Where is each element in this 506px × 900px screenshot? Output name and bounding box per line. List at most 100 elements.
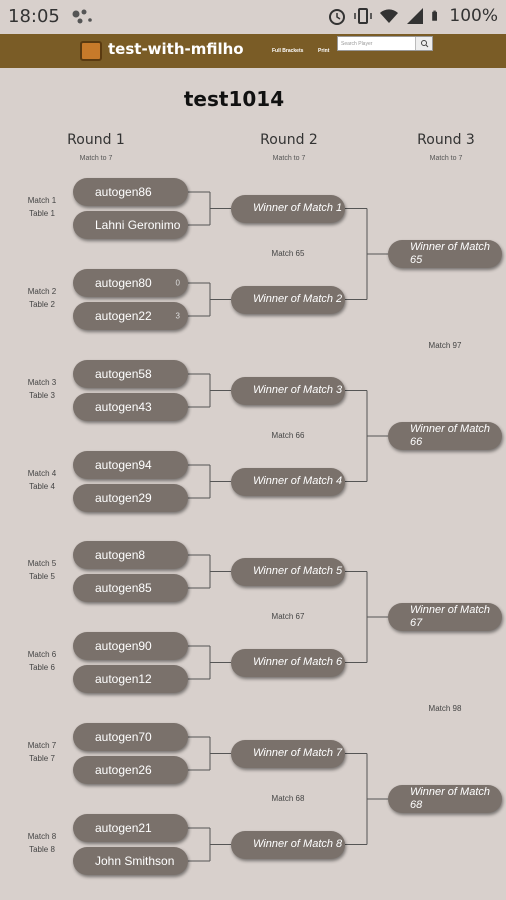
winner-slot-label: Winner of Match 2	[253, 293, 343, 305]
winner-slot[interactable]: Winner of Match 7	[231, 739, 345, 768]
search-button[interactable]	[415, 37, 432, 50]
winner-slot[interactable]: Winner of Match 67	[388, 603, 502, 631]
alarm-icon	[329, 9, 346, 25]
player-slot[interactable]: autogen21	[73, 814, 188, 842]
player-slot-label: autogen8	[95, 547, 146, 562]
winner-slot-label: Winner of Match 4	[253, 475, 343, 487]
player-slot[interactable]: autogen8	[73, 541, 188, 569]
winner-slot-label: Winner of Match 1	[253, 202, 343, 214]
player-slot-label: autogen94	[95, 457, 152, 472]
app-title[interactable]: test-with-mfilho	[108, 40, 244, 58]
winner-slot[interactable]: Winner of Match 66	[388, 422, 502, 450]
match-label: Match 68	[271, 794, 305, 803]
player-slot[interactable]: autogen94	[73, 451, 188, 479]
table-number: Table 6	[29, 663, 55, 672]
print-link[interactable]: Print	[318, 48, 330, 54]
match-label: Match 97	[428, 341, 462, 350]
winner-slot-label: Winner of Match 68	[410, 786, 490, 811]
player-slot-label: Lahni Geronimo	[95, 217, 181, 232]
winner-slot-label: Winner of Match 8	[253, 838, 343, 850]
player-slot-label: autogen58	[95, 366, 152, 381]
player-slot[interactable]: autogen70	[73, 723, 188, 751]
winner-slot[interactable]: Winner of Match 65	[388, 240, 502, 268]
winner-slot[interactable]: Winner of Match 4	[231, 467, 345, 496]
match-number: Match 5	[27, 559, 57, 568]
table-number: Table 1	[29, 209, 55, 218]
status-bar: 18:05 100%	[0, 0, 506, 34]
table-number: Table 4	[29, 482, 55, 491]
player-slot[interactable]: autogen86	[73, 178, 188, 206]
app-logo[interactable]	[80, 41, 102, 61]
player-slot[interactable]: autogen58	[73, 360, 188, 388]
player-slot-label: autogen29	[95, 490, 152, 505]
player-slot[interactable]: autogen12	[73, 665, 188, 693]
status-time: 18:05	[8, 6, 60, 27]
match-number: Match 2	[27, 287, 57, 296]
signal-icon	[407, 8, 424, 24]
table-number: Table 8	[29, 845, 55, 854]
battery-level: 100%	[449, 6, 498, 26]
match-label: Match 3 Table 3	[14, 376, 70, 402]
winner-slot[interactable]: Winner of Match 5	[231, 557, 345, 586]
player-slot-label: autogen90	[95, 638, 152, 653]
winner-slot[interactable]: Winner of Match 2	[231, 285, 345, 314]
match-label: Match 66	[271, 431, 305, 440]
table-number: Table 5	[29, 572, 55, 581]
player-slot[interactable]: autogen43	[73, 393, 188, 421]
winner-slot[interactable]: Winner of Match 8	[231, 830, 345, 859]
round-3-subtitle: Match to 7	[429, 155, 463, 162]
status-icons: 100%	[327, 6, 498, 26]
player-slot-label: autogen22	[95, 308, 152, 323]
player-slot-label: autogen70	[95, 729, 152, 744]
round-2-title: Round 2	[260, 132, 318, 148]
match-number: Match 7	[27, 741, 57, 750]
round-1-subtitle: Match to 7	[79, 155, 113, 162]
player-slot[interactable]: autogen90	[73, 632, 188, 660]
battery-icon	[432, 10, 438, 21]
table-number: Table 2	[29, 300, 55, 309]
winner-slot[interactable]: Winner of Match 3	[231, 376, 345, 405]
player-slot-label: autogen26	[95, 762, 152, 777]
match-label: Match 8 Table 8	[14, 830, 70, 856]
winner-slot-label: Winner of Match 66	[410, 423, 490, 448]
assistant-icon	[72, 9, 92, 24]
table-number: Table 7	[29, 754, 55, 763]
winner-slot-label: Winner of Match 3	[253, 384, 343, 396]
match-label: Match 65	[271, 249, 305, 258]
player-slot-label: John Smithson	[95, 853, 175, 868]
winner-slot[interactable]: Winner of Match 6	[231, 648, 345, 677]
player-slot[interactable]: Lahni Geronimo	[73, 211, 188, 239]
round-1-title: Round 1	[67, 132, 125, 148]
player-slot-label: autogen43	[95, 399, 152, 414]
player-slot[interactable]: autogen26	[73, 756, 188, 784]
player-slot[interactable]: John Smithson	[73, 847, 188, 875]
vibrate-icon	[354, 8, 373, 24]
table-number: Table 3	[29, 391, 55, 400]
match-number: Match 6	[27, 650, 57, 659]
winner-slot[interactable]: Winner of Match 68	[388, 785, 502, 813]
player-slot[interactable]: autogen85	[73, 574, 188, 602]
full-brackets-link[interactable]: Full Brackets	[272, 48, 304, 54]
player-slot[interactable]: autogen29	[73, 484, 188, 512]
player-slot-label: autogen85	[95, 580, 152, 595]
search-icon	[421, 40, 429, 48]
player-slot-label: autogen12	[95, 671, 152, 686]
match-number: Match 8	[27, 832, 57, 841]
round-2-subtitle: Match to 7	[272, 155, 306, 162]
match-number: Match 1	[27, 196, 57, 205]
player-slot-label: autogen21	[95, 820, 152, 835]
player-slot-label: autogen80	[95, 275, 152, 290]
match-label: Match 6 Table 6	[14, 648, 70, 674]
player-slot-label: autogen86	[95, 184, 152, 199]
winner-slot-label: Winner of Match 7	[253, 747, 343, 759]
winner-slot-label: Winner of Match 65	[410, 241, 490, 266]
match-number: Match 3	[27, 378, 57, 387]
match-label: Match 1 Table 1	[14, 194, 70, 220]
match-label: Match 98	[428, 704, 462, 713]
winner-slot[interactable]: Winner of Match 1	[231, 194, 345, 223]
search-input[interactable]: Search Player	[337, 36, 433, 51]
